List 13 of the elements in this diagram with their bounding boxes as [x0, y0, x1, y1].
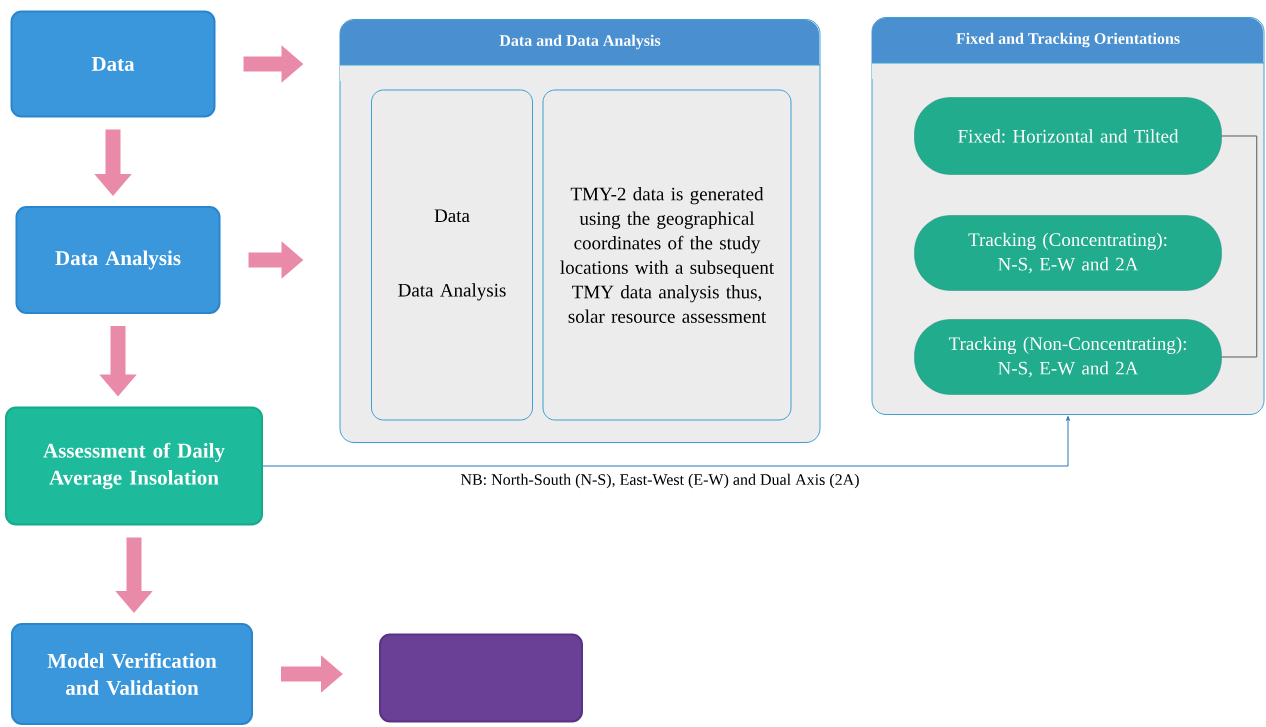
note-text: NB: North-South (N-S), East-West (E-W) and Dual Axis (2A) — [460, 473, 859, 489]
text-box: Data Data Analysis — [371, 89, 533, 421]
step-box: Model Verification and Validation — [11, 623, 253, 725]
step-box: Assessment of Daily Average Insolation — [5, 406, 263, 526]
option-pill: Tracking (Concentrating): N-S, E-W and 2A — [914, 215, 1222, 291]
step-box: Data Analysis — [15, 206, 221, 314]
connector-line — [1221, 135, 1258, 358]
option-pill: Fixed: Horizontal and Tilted — [914, 97, 1222, 175]
connector-line — [262, 415, 1070, 467]
step-box: Data — [10, 10, 216, 118]
text-box: TMY-2 data is generated using the geographical coordinates of the study locations with a subsequent TMY data analysis thus, solar resource assessment — [542, 89, 792, 421]
step-box — [379, 633, 583, 723]
option-pill: Tracking (Non-Concentrating): N-S, E-W and 2A — [914, 319, 1222, 395]
